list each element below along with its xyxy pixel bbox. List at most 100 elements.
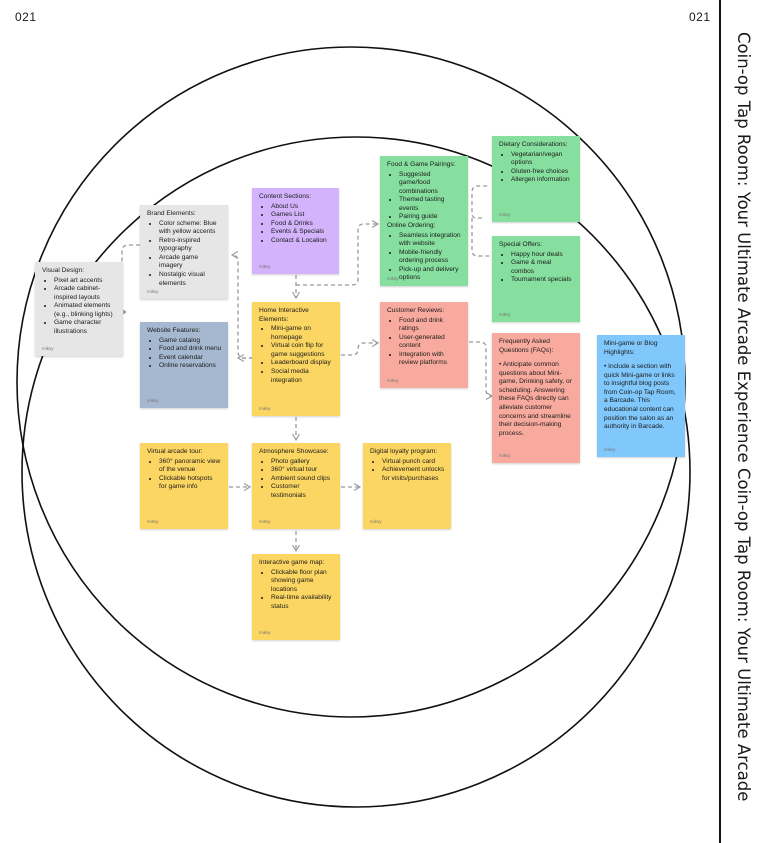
list-item: Vegetarian/vegan options — [511, 151, 574, 168]
vertical-page-title: Coin-op Tap Room: Your Ultimate Arcade E… — [734, 32, 753, 802]
list-item: Customer testimonials — [271, 483, 334, 500]
note-title: Special Offers: — [499, 241, 543, 248]
note-title: Home Interactive Elements: — [259, 307, 309, 323]
note-title: Frequently Asked Questions (FAQs): — [499, 338, 554, 354]
note-author: miksy — [259, 630, 271, 636]
note-author: miksy — [387, 378, 399, 384]
list-item: Event calendar — [159, 354, 222, 363]
note-special-offers[interactable]: Special Offers: Happy hour deals Game & … — [492, 236, 580, 322]
list-item: Game character illustrations — [54, 319, 117, 336]
list-item: Retro-inspired typography — [159, 237, 222, 254]
note-title: Visual Design: — [42, 267, 85, 274]
note-subtitle: Online Ordering: — [387, 221, 436, 229]
list-item: Games List — [271, 211, 333, 220]
list-item: Tournament specials — [511, 276, 574, 285]
note-title: Dietary Considerations: — [499, 141, 568, 148]
note-title: Website Features: — [147, 327, 201, 334]
list-item: Leaderboard display — [271, 359, 334, 368]
list-item: Ambient sound clips — [271, 475, 334, 484]
list-item: Food & Drinks — [271, 220, 333, 229]
page-number-left: 021 — [15, 10, 37, 24]
note-title: Virtual arcade tour: — [147, 448, 203, 455]
note-website-features[interactable]: Website Features: Game catalog Food and … — [140, 322, 228, 408]
note-body: • Include a section with quick Mini-game… — [604, 363, 676, 431]
note-home-interactive[interactable]: Home Interactive Elements: Mini-game on … — [252, 302, 340, 416]
list-item: Social media integration — [271, 368, 334, 385]
note-customer-reviews[interactable]: Customer Reviews: Food and drink ratings… — [380, 302, 468, 388]
list-item: Happy hour deals — [511, 251, 574, 260]
list-item: Mobile-friendly ordering process — [399, 249, 462, 266]
list-item: Real-time availability status — [271, 594, 334, 611]
list-item: Themed tasting events — [399, 196, 462, 213]
list-item: Pairing guide — [399, 213, 462, 222]
list-item: Food and drink menu — [159, 345, 222, 354]
note-author: miksy — [147, 398, 159, 404]
list-item: Mini-game on homepage — [271, 325, 334, 342]
list-item: Animated elements (e.g., blinking lights… — [54, 302, 117, 319]
list-item: Seamless integration with website — [399, 232, 462, 249]
arrow-home-to-brand — [232, 255, 253, 359]
note-author: miksy — [387, 276, 399, 282]
note-author: miksy — [147, 519, 159, 525]
list-item: Allergen information — [511, 176, 574, 185]
note-interactive-game-map[interactable]: Interactive game map: Clickable floor pl… — [252, 554, 340, 640]
note-digital-loyalty[interactable]: Digital loyalty program: Virtual punch c… — [363, 443, 451, 529]
note-title: Mini-game or Blog Highlights: — [604, 340, 658, 356]
note-author: miksy — [370, 519, 382, 525]
list-item: 360° panoramic view of the venue — [159, 458, 222, 475]
note-virtual-arcade-tour[interactable]: Virtual arcade tour: 360° panoramic view… — [140, 443, 228, 529]
note-author: miksy — [42, 346, 54, 352]
note-brand-elements[interactable]: Brand Elements: Color scheme: Blue with … — [140, 205, 228, 299]
list-item: Pixel art accents — [54, 277, 117, 286]
arrow-home-to-food — [296, 224, 378, 286]
list-item: User-generated content — [399, 334, 462, 351]
list-item: Gluten-free choices — [511, 168, 574, 177]
list-item: Virtual coin flip for game suggestions — [271, 342, 334, 359]
note-content-sections[interactable]: Content Sections: About Us Games List Fo… — [252, 188, 339, 274]
note-mini-game-blog[interactable]: Mini-game or Blog Highlights: • Include … — [597, 335, 685, 457]
note-title: Atmosphere Showcase: — [259, 448, 329, 455]
note-faqs[interactable]: Frequently Asked Questions (FAQs): • Ant… — [492, 333, 580, 463]
note-author: miksy — [604, 447, 616, 453]
list-item: Online reservations — [159, 362, 222, 371]
note-author: miksy — [147, 289, 159, 295]
list-item: Color scheme: Blue with yellow accents — [159, 220, 222, 237]
list-item: Virtual punch card — [382, 458, 445, 467]
note-author: miksy — [499, 312, 511, 318]
note-title: Food & Game Pairings: — [387, 161, 456, 168]
note-title: Brand Elements: — [147, 210, 196, 217]
note-dietary-considerations[interactable]: Dietary Considerations: Vegetarian/vegan… — [492, 136, 580, 222]
list-item: About Us — [271, 203, 333, 212]
list-item: Game & meal combos — [511, 259, 574, 276]
arrow-reviews-to-faqs — [469, 341, 492, 396]
note-author: miksy — [259, 264, 271, 270]
list-item: Achievement unlocks for visits/purchases — [382, 466, 445, 483]
circle-bottom — [21, 136, 691, 808]
note-visual-design[interactable]: Visual Design: Pixel art accents Arcade … — [35, 262, 123, 356]
note-title: Digital loyalty program: — [370, 448, 438, 455]
note-title: Content Sections: — [259, 193, 312, 200]
list-item: Clickable floor plan showing game locati… — [271, 569, 334, 595]
note-author: miksy — [259, 406, 271, 412]
vertical-divider — [719, 0, 721, 843]
page-number-right: 021 — [689, 10, 711, 24]
circle-top — [16, 46, 686, 718]
list-item: 360° virtual tour — [271, 466, 334, 475]
note-title: Interactive game map: — [259, 559, 325, 566]
note-body: • Anticipate common questions about Mini… — [499, 361, 572, 437]
list-item: Food and drink ratings — [399, 317, 462, 334]
arrow-home-to-reviews — [341, 343, 378, 356]
note-atmosphere-showcase[interactable]: Atmosphere Showcase: Photo gallery 360° … — [252, 443, 340, 529]
list-item: Photo gallery — [271, 458, 334, 467]
note-author: miksy — [259, 519, 271, 525]
list-item: Integration with review platforms — [399, 351, 462, 368]
list-item: Arcade cabinet-inspired layouts — [54, 285, 117, 302]
list-item: Game catalog — [159, 337, 222, 346]
list-item: Pick-up and delivery options — [399, 266, 462, 283]
note-author: miksy — [499, 212, 511, 218]
list-item: Arcade game imagery — [159, 254, 222, 271]
list-item: Events & Specials — [271, 228, 333, 237]
note-food-game-pairings[interactable]: Food & Game Pairings: Suggested game/foo… — [380, 156, 468, 286]
note-title: Customer Reviews: — [387, 307, 445, 314]
